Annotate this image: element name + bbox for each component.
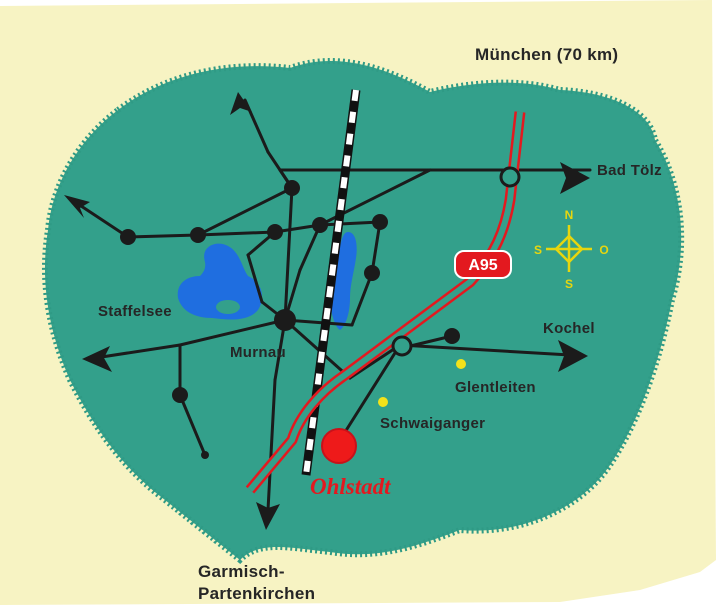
compass-south: S — [565, 277, 573, 291]
label-bad-toelz: Bad Tölz — [597, 162, 662, 179]
label-staffelsee: Staffelsee — [98, 303, 172, 320]
junction-dot — [190, 227, 206, 243]
poi-schwaiganger-dot — [378, 397, 388, 407]
road-segment — [126, 233, 200, 239]
label-ohlstadt: Ohlstadt — [310, 474, 391, 499]
road-segment — [348, 343, 402, 380]
highway-shield-bg — [454, 250, 512, 279]
junction-dot — [284, 180, 300, 196]
highway-inner — [247, 111, 523, 492]
compass-east: O — [599, 243, 608, 257]
road-segment — [246, 253, 264, 304]
region-area — [41, 58, 685, 565]
road-segment — [196, 186, 294, 237]
road-segment — [283, 318, 354, 327]
compass-rose-icon: N S S O — [534, 208, 609, 291]
poi-glentleiten-dot — [456, 359, 466, 369]
lake-staffelsee — [177, 243, 263, 320]
arrow-west-icon — [82, 346, 112, 372]
junction-dot — [120, 229, 136, 245]
junction-dot — [201, 451, 209, 459]
junction-dot — [444, 328, 460, 344]
arrow-north-icon — [230, 92, 252, 115]
label-schwaiganger: Schwaiganger — [380, 415, 485, 432]
junctions — [120, 180, 460, 459]
road-segment — [196, 230, 277, 237]
junction-dot — [372, 214, 388, 230]
road-arrows — [64, 92, 590, 530]
label-murnau: Murnau — [230, 344, 286, 361]
road-segment — [266, 378, 277, 512]
label-muenchen: München (70 km) — [475, 45, 618, 64]
arrow-east-kochel-icon — [558, 340, 588, 372]
road-segment — [283, 318, 352, 380]
label-garmisch-line2: Partenkirchen — [198, 584, 315, 603]
highway-shield-label: A95 — [468, 257, 497, 274]
road-segment — [370, 220, 382, 275]
road-segment — [298, 223, 322, 272]
compass-north: N — [565, 208, 574, 222]
interchange-murnau-kochel — [391, 335, 413, 357]
label-garmisch-line1: Garmisch- — [198, 562, 285, 581]
highway-a95 — [245, 111, 526, 494]
road-segment — [178, 318, 287, 347]
compass-west: S — [534, 243, 542, 257]
highway-shield-icon: A95 — [454, 250, 512, 279]
staffelsee-island — [216, 300, 240, 314]
junction-murnau — [274, 309, 296, 331]
road-segment — [178, 393, 207, 457]
label-glentleiten: Glentleiten — [455, 379, 536, 396]
town-marker-icon — [321, 428, 357, 464]
junction-dot — [364, 265, 380, 281]
road-segment — [350, 271, 374, 327]
road-segment — [338, 343, 402, 442]
label-kochel: Kochel — [543, 320, 595, 337]
arrow-east-bad-toelz-icon — [560, 162, 590, 194]
road-segment — [318, 220, 382, 227]
junction-dot — [312, 217, 328, 233]
junction-dot — [267, 224, 283, 240]
road-segment — [93, 343, 182, 360]
road-segment — [283, 186, 294, 322]
junction-dot — [172, 387, 188, 403]
arrow-south-garmisch-icon — [256, 502, 280, 530]
road-segment — [398, 343, 572, 357]
lake-riegsee — [330, 232, 357, 330]
compass-diamond — [554, 234, 584, 264]
railway-bed — [301, 89, 361, 476]
interchange-bad-toelz — [499, 166, 521, 188]
railway-line-icon — [301, 89, 361, 476]
arrow-northwest-icon — [64, 195, 90, 218]
